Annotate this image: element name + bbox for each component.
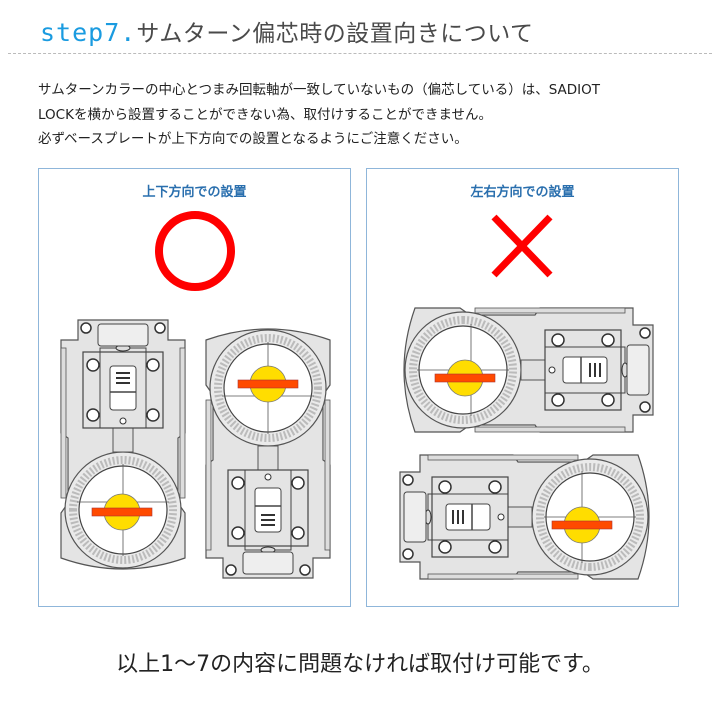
ok-circle-icon <box>155 211 235 291</box>
step-number: step7. <box>40 18 137 47</box>
intro-text: サムターンカラーの中心とつまみ回転軸が一致していないもの（偏芯している）は、SA… <box>38 78 688 152</box>
lock-diagram-horizontal-a <box>404 308 653 432</box>
intro-line: 必ずベースプレートが上下方向での設置となるようにご注意ください。 <box>38 131 468 147</box>
panel-horizontal-ng: 左右方向での設置 <box>366 168 679 607</box>
panel-vertical-ok: 上下方向での設置 <box>38 168 351 607</box>
title-text: サムターン偏芯時の設置向きについて <box>136 21 534 47</box>
ng-cross-icon <box>491 214 553 278</box>
lock-diagram-horizontal-b <box>400 455 649 579</box>
divider <box>8 53 712 54</box>
panel-title: 左右方向での設置 <box>470 185 575 200</box>
lock-diagram-vertical-b <box>206 329 330 578</box>
panel-title: 上下方向での設置 <box>142 185 247 200</box>
intro-line: サムターンカラーの中心とつまみ回転軸が一致していないもの（偏芯している）は、SA… <box>38 82 601 98</box>
page-title: step7.サムターン偏芯時の設置向きについて <box>40 14 534 48</box>
intro-line: LOCKを横から設置することができない為、取付けすることができません。 <box>38 106 493 123</box>
footer-note: 以上1～7の内容に問題なければ取付け可能です。 <box>116 652 604 677</box>
lock-diagram-vertical-a <box>61 320 185 569</box>
